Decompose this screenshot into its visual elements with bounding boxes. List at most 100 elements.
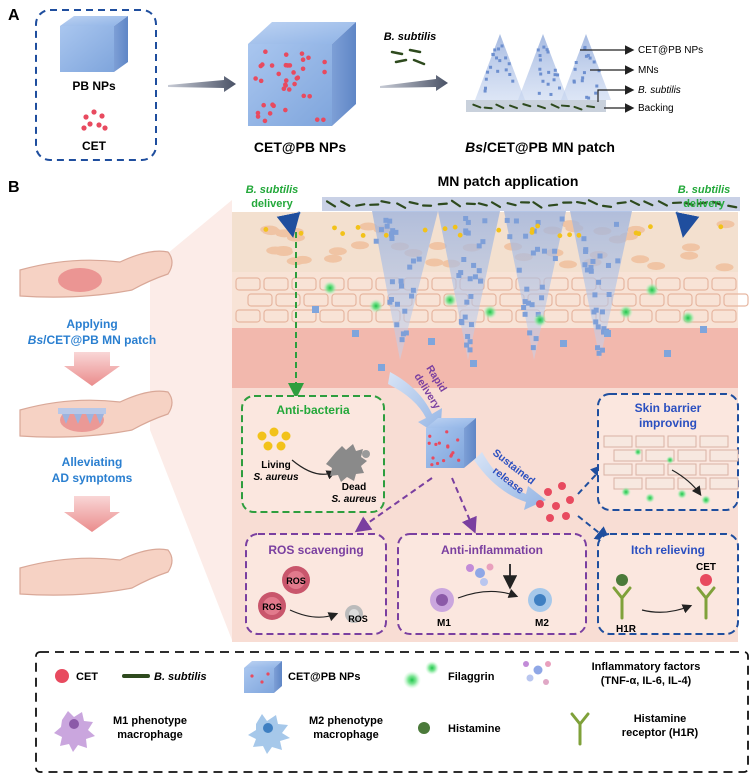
cet-dot — [269, 63, 275, 68]
np-dot — [539, 295, 545, 301]
pb-nps-cube-icon — [60, 16, 128, 72]
np-dot — [508, 73, 512, 77]
skin-cell — [263, 309, 289, 323]
np-dot — [582, 71, 586, 75]
b-subtilis-rod — [550, 103, 560, 109]
np-dot — [398, 278, 404, 284]
legend-h1r-l2: receptor (H1R) — [622, 727, 699, 739]
barrier-brick — [645, 477, 675, 490]
callout-mns: MNs — [638, 65, 659, 76]
np-dot — [486, 70, 490, 74]
histamine-bound-icon — [616, 574, 628, 586]
np-dot — [527, 330, 533, 336]
cet-dot — [283, 52, 289, 57]
cet-dot — [445, 430, 449, 434]
np-dot — [581, 236, 587, 242]
np-dot — [400, 331, 406, 337]
np-dot — [504, 56, 508, 60]
legend-inflammatory-l2: (TNF-α, IL-6, IL-4) — [601, 675, 692, 687]
np-dot — [593, 319, 599, 325]
np-dot — [513, 218, 519, 224]
cet-dot — [286, 87, 292, 92]
applying-l1: Applying — [66, 317, 117, 331]
s-aureus-dot — [633, 230, 639, 236]
np-dot — [590, 258, 596, 264]
np-dot — [541, 248, 547, 254]
np-dot — [522, 299, 528, 305]
mn-patch-callouts — [580, 45, 635, 113]
np-square — [312, 306, 319, 313]
b-subtilis-rod — [325, 200, 337, 208]
np-dot — [539, 284, 545, 290]
callout-b-subtilis: B. subtilis — [638, 85, 681, 96]
b-subtilis-rod — [477, 202, 488, 207]
np-dot — [538, 58, 542, 62]
h1r-receptor-1-icon — [612, 586, 632, 620]
np-dot — [465, 219, 471, 225]
b-subtilis-rod — [536, 104, 546, 110]
barrier-brick — [645, 449, 675, 462]
np-dot — [588, 264, 594, 270]
np-dot — [373, 238, 379, 244]
np-dot — [409, 293, 415, 299]
h1r-label: H1R — [616, 624, 637, 635]
s-aureus-dot — [535, 223, 541, 229]
cet-dot — [255, 110, 261, 116]
skin-cell — [555, 293, 581, 307]
cet-dot — [431, 456, 435, 460]
skin-cell — [667, 293, 693, 307]
np-dot — [601, 326, 607, 332]
b-subtilis-rod — [601, 204, 613, 208]
filaggrin-glow — [621, 487, 631, 497]
cet-label-a: CET — [82, 139, 107, 153]
np-dot — [403, 330, 409, 336]
filaggrin-glow — [634, 448, 642, 456]
np-dot — [559, 216, 565, 222]
np-dot — [388, 297, 394, 303]
np-dot — [476, 268, 482, 274]
bs-delivery-left-l2: delivery — [251, 198, 293, 210]
np-dot — [581, 76, 585, 80]
b-subtilis-rod — [355, 203, 366, 207]
h1r-receptor-2-icon — [696, 586, 716, 620]
b-subtilis-rod — [586, 105, 596, 109]
b-subtilis-rod — [575, 200, 587, 205]
ros-title: ROS scavenging — [268, 543, 363, 557]
m1-m2-arrow — [457, 588, 519, 599]
dead-bacteria-icon — [326, 444, 370, 482]
barrier-brick — [613, 477, 643, 490]
legend-inflammatory-l1: Inflammatory factors — [592, 661, 701, 673]
np-dot — [594, 91, 598, 95]
cet-dot — [263, 49, 268, 55]
b-subtilis-rods-icon — [390, 48, 426, 66]
cet-dot — [253, 76, 258, 81]
b-subtilis-rod — [629, 199, 641, 206]
s-aureus-dot — [648, 224, 653, 230]
np-square — [470, 360, 477, 367]
legend-m1-l1: M1 phenotype — [113, 715, 187, 727]
np-dot — [483, 86, 487, 90]
skin-cell — [260, 225, 279, 234]
b-subtilis-rod — [408, 201, 419, 206]
np-dot — [553, 68, 557, 72]
np-dot — [390, 228, 396, 234]
legend-m1-l2: macrophage — [117, 729, 182, 741]
cet-pb-nps-label: CET@PB NPs — [254, 139, 346, 155]
np-dot — [592, 292, 598, 298]
np-dot — [538, 54, 542, 58]
living-label: Living — [261, 460, 290, 471]
m1-label: M1 — [437, 618, 451, 629]
cet-dot — [307, 94, 312, 99]
alleviating-l2: AD symptoms — [52, 471, 133, 485]
np-dot — [491, 52, 495, 56]
np-dot — [416, 256, 422, 262]
np-dot — [493, 48, 497, 52]
cet-dot — [267, 111, 273, 116]
cet-dot — [314, 117, 320, 122]
arm-3-icon — [19, 548, 173, 596]
np-dot — [387, 299, 393, 305]
s-aureus-dot — [360, 233, 366, 238]
np-dot — [546, 50, 550, 54]
barrier-arrow — [671, 469, 702, 496]
cet-dot — [435, 461, 440, 466]
